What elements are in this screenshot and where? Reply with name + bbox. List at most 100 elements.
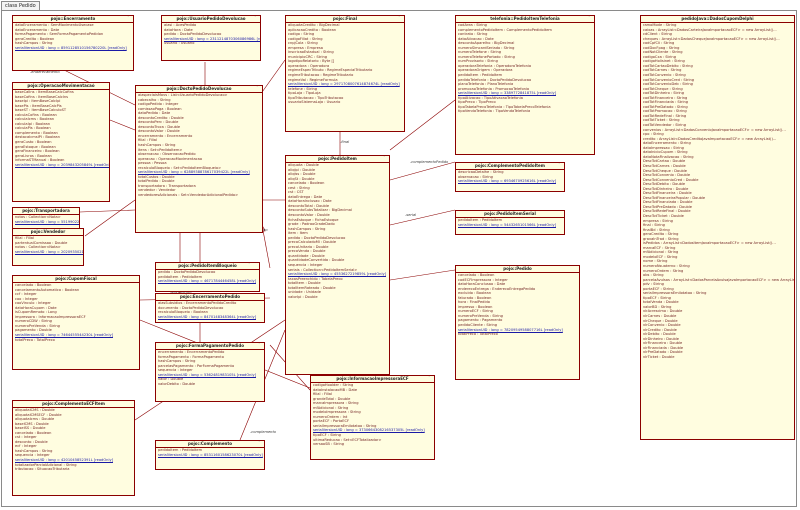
class-attribute: baseCofins : ItemBaseCalcIns bbox=[15, 94, 69, 99]
class-attribute: sequencia : Integer bbox=[15, 453, 50, 458]
class-title: pedidoJava::DadosCupomDelphi bbox=[641, 16, 794, 23]
class-attribute: valorBD : String bbox=[643, 304, 672, 309]
class-attribute: formaPagamento : FormaPagamento bbox=[158, 354, 224, 359]
class-attribute: filial : Filial bbox=[15, 236, 34, 240]
class-attribute: dataHoraInclusao : Date bbox=[288, 199, 332, 204]
class-attribute: codTotFinanciada : String bbox=[643, 100, 689, 105]
class-attribute: dataHoraCupom : Date bbox=[15, 305, 57, 310]
class-attribute: aliquotaICMS : Double bbox=[15, 408, 55, 412]
class-title: pojo::OperacaoMovimentacao bbox=[13, 83, 109, 90]
class-attribute: pessoa : Pessoa bbox=[138, 161, 167, 166]
class-attribute: numeroOrdem : String bbox=[643, 268, 684, 273]
line-pedido-docto-gen bbox=[261, 224, 271, 269]
class-attribute: serialVersionUID : long = 23112148703060… bbox=[164, 36, 260, 41]
class-attribute: pedidoItem : PedidoItem bbox=[158, 274, 203, 279]
class-attribute: dataImpressao : String bbox=[643, 145, 684, 150]
class-title: pojo::PedidoItem bbox=[286, 156, 389, 163]
class-stereotype: Operacao bbox=[90, 82, 107, 84]
diagram-tab[interactable]: class Pedido bbox=[1, 1, 40, 11]
class-attribute: codTotFinanceira : String bbox=[643, 95, 688, 100]
class-attribute: geraCredito : String bbox=[643, 232, 679, 237]
class-attribute: codTotTicket : String bbox=[643, 118, 680, 123]
class-attribute: filial : Filial bbox=[313, 392, 332, 397]
class-attribute: encerramento : Encerramento bbox=[138, 133, 193, 138]
class-attribute: aliquotaCredito : BigDecimal bbox=[288, 23, 340, 27]
class-title: pojo::EncerramentoPedido bbox=[156, 294, 264, 301]
class-attribute: cooVinculo : Integer bbox=[15, 301, 51, 306]
class-attribute: cdClient : String bbox=[643, 32, 672, 37]
class-stereotype: RelacaoDocumentoBloqueio bbox=[209, 262, 257, 264]
class-attribute: DescTotDebito : Double bbox=[643, 182, 686, 187]
class-attribute: desconto : Double bbox=[15, 439, 48, 444]
class-attribute: valor : Double bbox=[158, 377, 184, 382]
class-attribute: codNotCliente : String bbox=[643, 50, 683, 55]
class-attribute: calculaIpi : Boolean bbox=[15, 121, 51, 126]
class-stereotype: PersistentInpl bbox=[238, 440, 262, 442]
class-attribute: unidade : Unidade bbox=[288, 290, 321, 295]
class-attribute: versaoSB : String bbox=[313, 442, 345, 447]
class-attribute: aliqIss : Double bbox=[288, 172, 316, 177]
class-attribute: logotipoRelatorio : Byte [] bbox=[288, 59, 335, 64]
class-attribute: filial : Filial bbox=[138, 138, 157, 143]
class-attribute: coo : Integer bbox=[15, 296, 38, 301]
class-attribute: seriais : Collection<PedidoItemSerial> bbox=[288, 267, 358, 272]
class-attribute: dataInicioCupom : String bbox=[643, 150, 688, 155]
class-attribute: pedidoItem : PedidoItem bbox=[458, 218, 503, 222]
class-attribute: precoVenda : Double bbox=[288, 249, 326, 254]
line-item-telefonia bbox=[389, 99, 456, 151]
class-title: pojo::Complemento bbox=[156, 441, 264, 448]
class-attribute: codigoCxa : String bbox=[643, 54, 676, 59]
class-attribute: isCupomRemoto : Long bbox=[15, 310, 57, 315]
class-attribute: isPedidos : ArrayList<DadosItemJavaImpor… bbox=[643, 241, 776, 246]
class-attribute: hora : FinalPedido bbox=[458, 300, 490, 305]
class-attribute: complemento : Boolean bbox=[15, 130, 58, 135]
class-attribute: quantidadeConvertida : Double bbox=[288, 258, 345, 263]
class-attribute: serialVersionUID : long = 29717080076148… bbox=[288, 82, 400, 87]
class-attribute: tipoECF : String bbox=[313, 433, 341, 438]
class-attribute: parcelaAvulsas : ArrayList<DadosParcelaA… bbox=[643, 277, 795, 282]
class-attribute: vlrAcrescimo : Double bbox=[643, 309, 683, 314]
class-attribute: contrato : String bbox=[458, 32, 488, 37]
class-attribute: baseISS : Double bbox=[15, 426, 46, 431]
class-attribute: vlrCarnes : Double bbox=[643, 314, 677, 318]
class-attribute: observacao : String bbox=[458, 174, 493, 179]
class-stereotype: PersistentInpl bbox=[234, 15, 258, 17]
class-attribute: credito : ArrayList<DadosCreditoJavaImpo… bbox=[643, 136, 777, 141]
class-attribute: codTotRedeFinal : String bbox=[643, 113, 687, 118]
class-title: pojo::CupomFiscal bbox=[13, 276, 139, 283]
class-attribute: codigoFiliat : String bbox=[288, 36, 323, 41]
class-attribute: calculaCofins : Boolean bbox=[15, 112, 57, 117]
class-attribute: caixas : ArrayList<DadosCarteiraJavaImpo… bbox=[643, 27, 777, 32]
class-attribute: codTotPromocao : String bbox=[643, 109, 687, 114]
class-attribute: cest : String bbox=[288, 185, 310, 190]
class-attribute: regimeVal : RegimeFormula bbox=[288, 77, 338, 82]
class-attribute: codTotCheque : String bbox=[643, 86, 683, 91]
class-attribute: serialVersionUID : long = 85311601586230… bbox=[158, 452, 263, 457]
line-item-complementoped bbox=[389, 161, 456, 181]
class-attribute: marcaECF : String bbox=[643, 245, 676, 250]
class-title: pojo::Pedido bbox=[456, 266, 579, 273]
class-attribute: itens : Set<PedidoItem> bbox=[138, 147, 183, 152]
class-attribute: valorDebito : Double bbox=[158, 381, 196, 386]
line-transportadora-docto bbox=[79, 209, 136, 213]
class-title: pojo::FormaPagamentoPedido bbox=[156, 343, 264, 350]
